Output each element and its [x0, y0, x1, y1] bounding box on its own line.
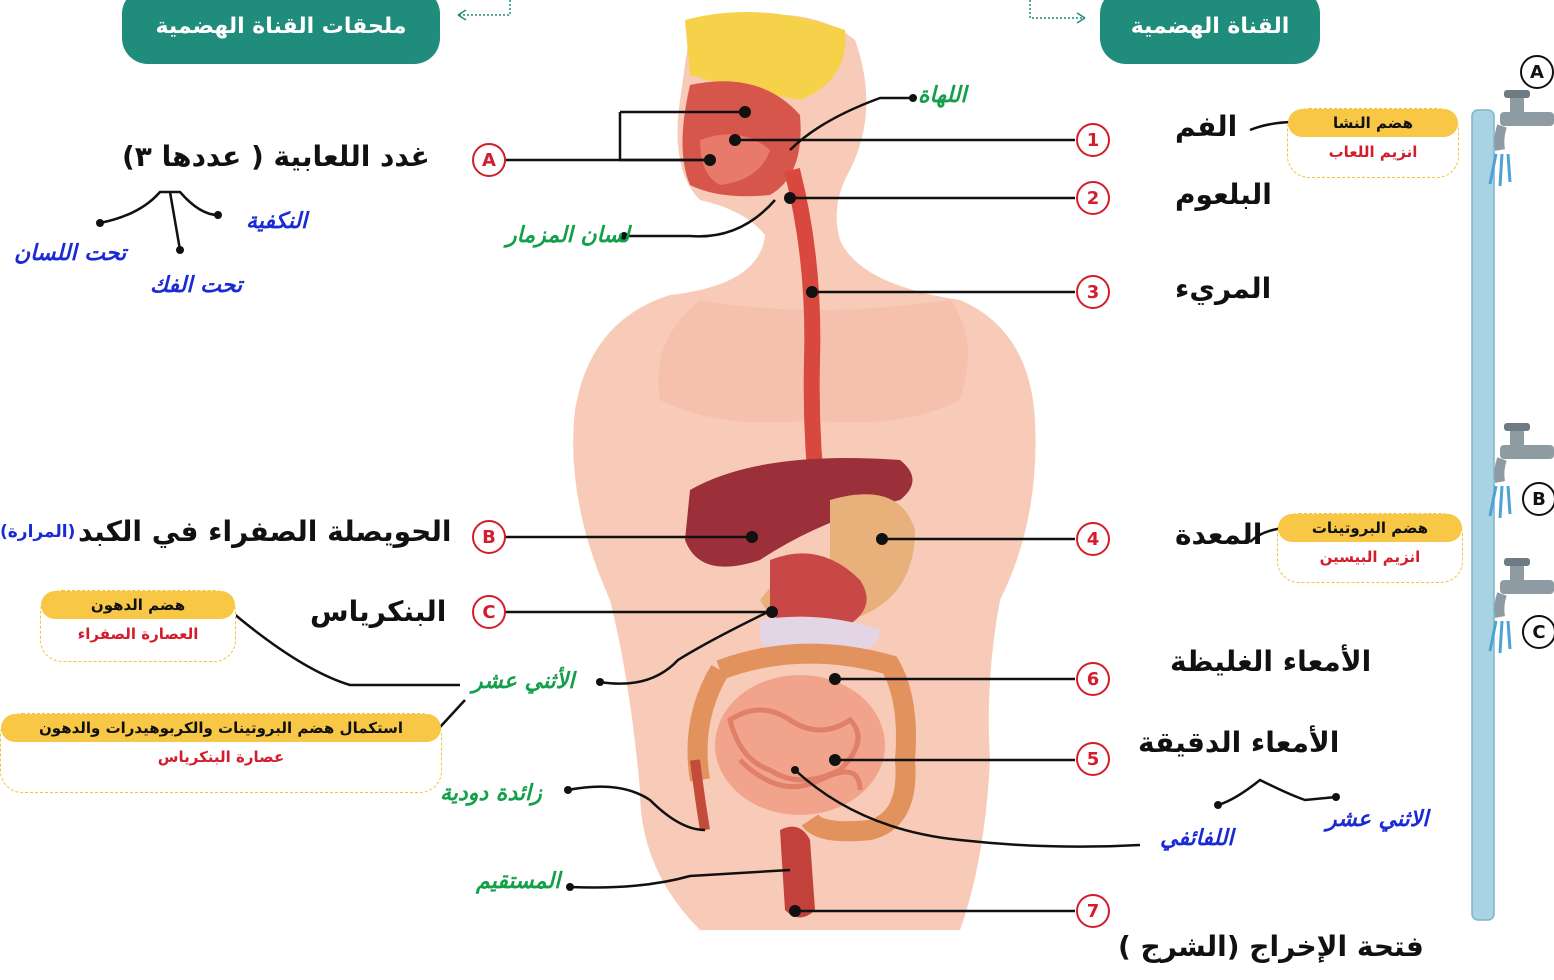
annotation-rectum: المستقيم	[476, 868, 560, 894]
canal-header-text: القناة الهضمية	[1131, 14, 1290, 39]
label-anus: فتحة الإخراج (الشرج )	[1118, 930, 1424, 963]
number-circle-5: 5	[1076, 742, 1110, 776]
letter-circle-b: B	[472, 520, 506, 554]
label-large-intestine: الأمعاء الغليظة	[1170, 645, 1371, 678]
annotation-duodenum-right: الاثني عشر	[1326, 806, 1428, 832]
tap-label-b: B	[1522, 482, 1554, 516]
annotation-epiglottis: لسان المزمار	[506, 222, 630, 248]
annotation-sublingual: تحت اللسان	[14, 240, 126, 266]
annotation-parotid: النكفية	[246, 208, 307, 234]
letter-circle-a: A	[472, 143, 506, 177]
info-fats-enzyme: العصارة الصفراء	[41, 619, 235, 647]
number-circle-4: 4	[1076, 522, 1110, 556]
label-stomach: المعدة	[1175, 518, 1262, 551]
label-salivary-glands: غدد اللعابية ( عددها ٣)	[122, 140, 430, 173]
number-circle-7: 7	[1076, 894, 1110, 928]
letter-circle-c: C	[472, 595, 506, 629]
label-gallbladder: الحويصلة الصفراء في الكبد	[78, 515, 451, 548]
info-box-mouth: هضم النشا انزيم اللعاب	[1287, 108, 1459, 178]
tap-label-a: A	[1520, 55, 1554, 89]
number-circle-3: 3	[1076, 275, 1110, 309]
annotation-appendix: زائدة دودية	[440, 780, 542, 806]
label-mouth: الفم	[1175, 110, 1237, 143]
label-esophagus: المريء	[1175, 272, 1271, 305]
label-small-intestine: الأمعاء الدقيقة	[1138, 726, 1339, 759]
accessories-header: ملحقات القناة الهضمية	[122, 0, 440, 64]
info-box-stomach: هضم البروتينات انزيم البيسين	[1277, 513, 1463, 583]
info-complete-enzyme: عصارة البنكرياس	[1, 742, 441, 770]
info-box-complete: استكمال هضم البروتينات والكربوهيدرات وال…	[0, 713, 442, 793]
annotation-uvula: اللهاة	[918, 82, 966, 108]
number-circle-6: 6	[1076, 662, 1110, 696]
info-stomach-title: هضم البروتينات	[1278, 514, 1462, 542]
canal-header: القناة الهضمية	[1100, 0, 1320, 64]
tap-label-c: C	[1522, 615, 1554, 649]
number-circle-1: 1	[1076, 123, 1110, 157]
info-fats-title: هضم الدهون	[41, 591, 235, 619]
accessories-header-text: ملحقات القناة الهضمية	[156, 14, 407, 39]
label-gallbladder-note: (المرارة)	[0, 522, 75, 542]
number-circle-2: 2	[1076, 181, 1110, 215]
info-mouth-title: هضم النشا	[1288, 109, 1458, 137]
annotation-submandibular: تحت الفك	[150, 272, 242, 298]
faucet-a-icon	[1490, 90, 1554, 186]
info-complete-title: استكمال هضم البروتينات والكربوهيدرات وال…	[1, 714, 441, 742]
info-stomach-enzyme: انزيم البيسين	[1278, 542, 1462, 570]
info-mouth-enzyme: انزيم اللعاب	[1288, 137, 1458, 165]
annotation-ileum: اللفائفي	[1160, 825, 1234, 851]
label-pharynx: البلعوم	[1175, 178, 1272, 211]
info-box-fats: هضم الدهون العصارة الصفراء	[40, 590, 236, 662]
annotation-duodenum-left: الأثني عشر	[472, 668, 574, 694]
label-pancreas: البنكرياس	[310, 595, 446, 628]
